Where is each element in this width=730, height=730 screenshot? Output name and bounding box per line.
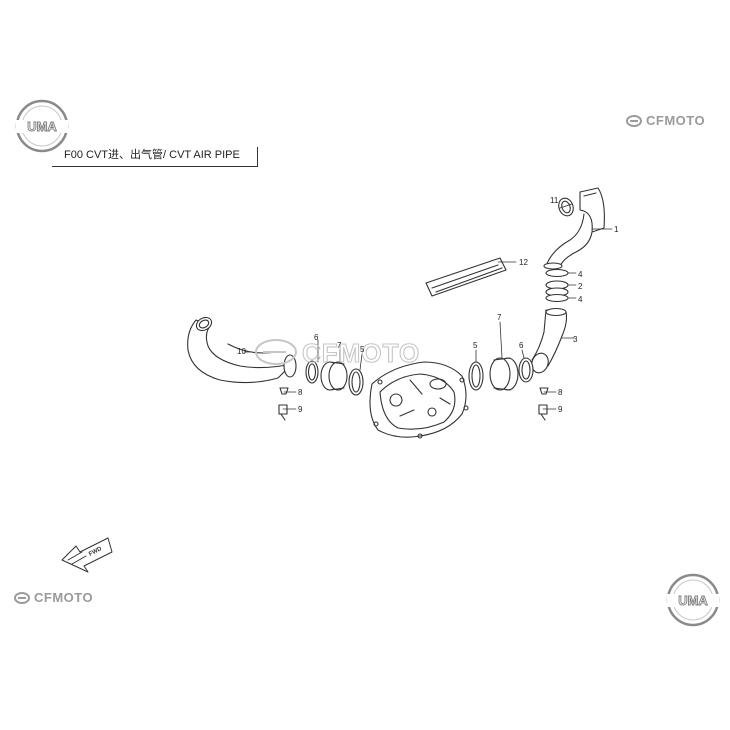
- part-12-label: [425, 257, 507, 297]
- callout-3: 3: [573, 335, 578, 344]
- parts-4-2-4-rings: [545, 268, 569, 303]
- callout-10: 10: [237, 347, 246, 356]
- diagram-title: F00 CVT进、出气管/ CVT AIR PIPE: [52, 147, 258, 167]
- uma-logo-text: UMA: [27, 119, 57, 134]
- right-bolt-group: [538, 387, 549, 421]
- right-side-rings: [468, 357, 534, 391]
- cfmoto-ring-icon: [626, 114, 642, 127]
- cfmoto-logo-top-right: CFMOTO: [626, 113, 705, 128]
- callout-8-left: 8: [298, 388, 303, 397]
- cfmoto-ring-icon: [14, 591, 30, 604]
- uma-logo-text: UMA: [678, 593, 708, 608]
- cfmoto-logo-text: CFMOTO: [646, 113, 706, 128]
- left-bolt-group: [278, 387, 289, 421]
- watermark-text: CFMOTO: [302, 338, 420, 368]
- callout-4-upper: 4: [578, 270, 583, 279]
- uma-logo-bottom-right: UMA: [663, 570, 723, 630]
- callout-5-left: 5: [360, 345, 365, 354]
- part-11-cap: [558, 187, 605, 233]
- callout-2: 2: [578, 282, 583, 291]
- callout-11: 11: [550, 196, 559, 205]
- callout-9-right: 9: [558, 405, 563, 414]
- cvt-cover: [369, 361, 469, 439]
- fwd-arrow-icon: [61, 537, 113, 573]
- callout-1: 1: [614, 225, 619, 234]
- left-side-rings: [305, 360, 364, 396]
- callout-4-lower: 4: [578, 295, 583, 304]
- callout-9-left: 9: [298, 405, 303, 414]
- part-1-upper-pipe: [543, 213, 593, 270]
- center-watermark: CFMOTO: [255, 337, 420, 369]
- cfmoto-logo-bottom-left: CFMOTO: [14, 590, 93, 605]
- cfmoto-logo-text: CFMOTO: [34, 590, 94, 605]
- callout-5-right: 5: [473, 341, 478, 350]
- callout-8-right: 8: [558, 388, 563, 397]
- callout-7-right: 7: [497, 313, 502, 322]
- part-3-lower-pipe: [531, 307, 568, 374]
- callout-6-left: 6: [314, 333, 319, 342]
- callout-6-right: 6: [519, 341, 524, 350]
- uma-logo-top-left: UMA: [12, 96, 72, 156]
- callout-12: 12: [519, 258, 528, 267]
- callout-7-left: 7: [337, 341, 342, 350]
